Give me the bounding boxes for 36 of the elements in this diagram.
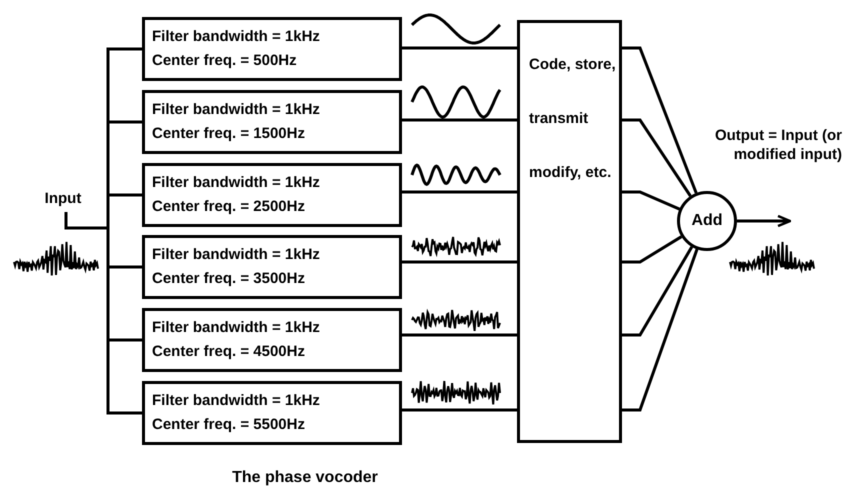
filter-text: Filter bandwidth = 1kHz [152,318,321,338]
connector-line [402,260,517,264]
filter-box [142,381,402,445]
filter-box [142,17,402,81]
filter-box [142,235,402,299]
filter-box [142,308,402,372]
add-text: Add [691,211,723,231]
connector-line [402,334,517,336]
filter-text: Filter bandwidth = 1kHz [152,245,321,265]
arrow [737,214,792,228]
connector-line [402,408,517,412]
filter-box [142,163,402,227]
filter-text: Filter bandwidth = 1kHz [152,100,321,120]
connector-line [622,248,698,412]
filter-text: Center freq. = 1500Hz [152,124,306,144]
filter-text: Center freq. = 3500Hz [152,269,306,289]
filter-text: Filter bandwidth = 1kHz [152,173,321,193]
filter-text: Center freq. = 4500Hz [152,342,306,362]
process-text: Code, store, transmit modify, etc. [529,55,617,183]
connector-line [402,190,517,194]
filter-text: Center freq. = 5500Hz [152,415,306,435]
filter-box [142,90,402,154]
connector-line [622,235,682,264]
filter-text: Filter bandwidth = 1kHz [152,391,321,411]
connector-line [402,118,517,122]
output-label: Output = Input (or modified input) [714,126,842,164]
connector-line [622,246,694,336]
connector-line [64,212,142,414]
input-label: Input [34,190,92,212]
connector-line [622,118,692,197]
filter-text: Center freq. = 500Hz [152,51,298,71]
caption: The phase vocoder [231,468,379,488]
connector-line [402,46,517,50]
filter-text: Center freq. = 2500Hz [152,197,306,217]
filter-text: Filter bandwidth = 1kHz [152,27,321,47]
connector-line [622,46,698,194]
